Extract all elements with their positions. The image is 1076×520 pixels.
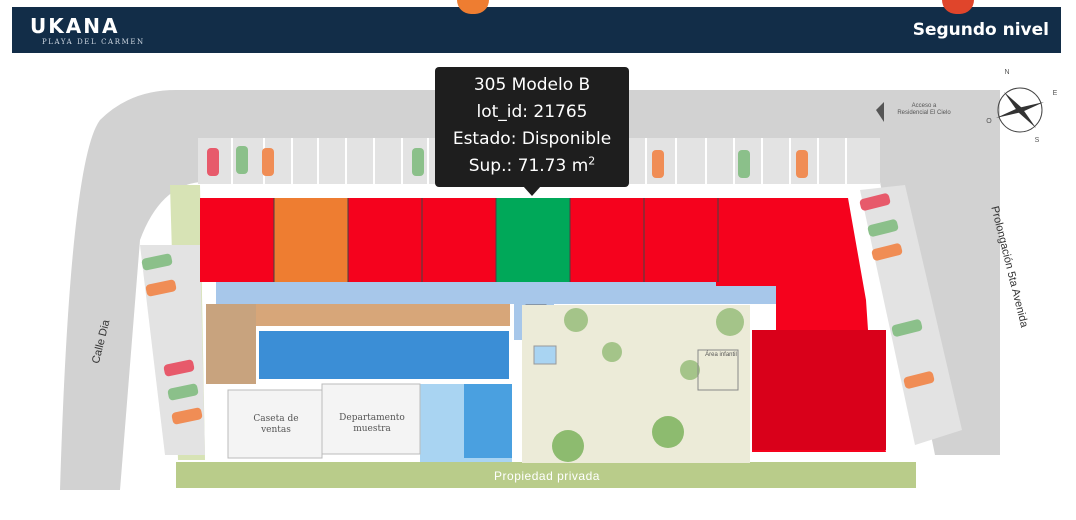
tree-icon [652, 416, 684, 448]
play-area [697, 349, 739, 391]
orange-indicator [457, 0, 489, 14]
unit-lot[interactable] [200, 198, 274, 282]
tooltip-line-lot: lot_id: 21765 [476, 102, 588, 122]
car-icon [163, 359, 195, 377]
unit-lot[interactable] [570, 198, 644, 282]
wood-deck [206, 304, 510, 326]
building-tower-sold [752, 330, 886, 450]
compass-s: S [1034, 137, 1040, 144]
level-title: Segundo nivel [912, 20, 1049, 40]
car-icon [412, 148, 424, 176]
compass-icon [996, 87, 1044, 133]
tree-icon [680, 360, 700, 380]
car-icon [207, 148, 219, 176]
car-icon [796, 150, 808, 178]
car-icon [738, 150, 750, 178]
unit-lot[interactable] [718, 198, 778, 282]
arrow-left-icon [876, 102, 884, 122]
caseta-label: Caseta de ventas [253, 414, 299, 435]
tree-icon [552, 430, 584, 462]
propiedad-privada-label: Propiedad privada [494, 469, 600, 483]
car-icon [171, 407, 203, 425]
tree-icon [716, 308, 744, 336]
header-bar: UKANA PLAYA DEL CARMEN Segundo nivel [12, 7, 1061, 53]
brand-subtitle: PLAYA DEL CARMEN [42, 38, 145, 46]
car-icon [145, 279, 177, 297]
tooltip-line-area: Sup.: 71.73 m2 [468, 154, 596, 176]
area-infantil-label: Área infantil [705, 352, 737, 358]
sales-booth [227, 389, 323, 459]
unit-lot-305[interactable] [496, 198, 570, 282]
grass-area [176, 462, 916, 488]
car-icon [236, 146, 248, 174]
car-icon [859, 193, 891, 211]
car-icon [891, 319, 923, 337]
tooltip-line-status: Estado: Disponible [452, 129, 612, 149]
tooltip-arrow [523, 186, 541, 196]
unit-lot[interactable] [348, 198, 422, 282]
jacuzzi [533, 345, 557, 365]
corridor [216, 282, 776, 304]
model-apartment [321, 383, 421, 455]
car-icon [871, 243, 903, 261]
car-icon [867, 219, 899, 237]
tooltip-line-unit: 305 Modelo B [473, 75, 591, 95]
tree-icon [564, 308, 588, 332]
car-icon [167, 383, 199, 401]
red-indicator [942, 0, 974, 14]
main-pool [257, 329, 511, 381]
unit-lot[interactable] [422, 198, 496, 282]
departamento-label: Departamento muestra [339, 413, 405, 434]
kids-pool [464, 384, 512, 458]
unit-lot[interactable] [644, 198, 718, 282]
acceso-label: Acceso a Residencial El Cielo [897, 103, 951, 116]
car-icon [903, 371, 935, 389]
compass-o: O [986, 118, 992, 125]
car-icon [141, 253, 173, 271]
car-icon [652, 150, 664, 178]
compass-n: N [1004, 69, 1010, 76]
parking-lot [140, 245, 205, 455]
brand-logo: UKANA [30, 14, 120, 38]
compass-e: E [1052, 90, 1058, 97]
unit-tooltip: 305 Modelo B lot_id: 21765 Estado: Dispo… [435, 67, 629, 196]
unit-lot[interactable] [274, 198, 348, 282]
tree-icon [602, 342, 622, 362]
wood-deck [206, 304, 256, 384]
car-icon [262, 148, 274, 176]
